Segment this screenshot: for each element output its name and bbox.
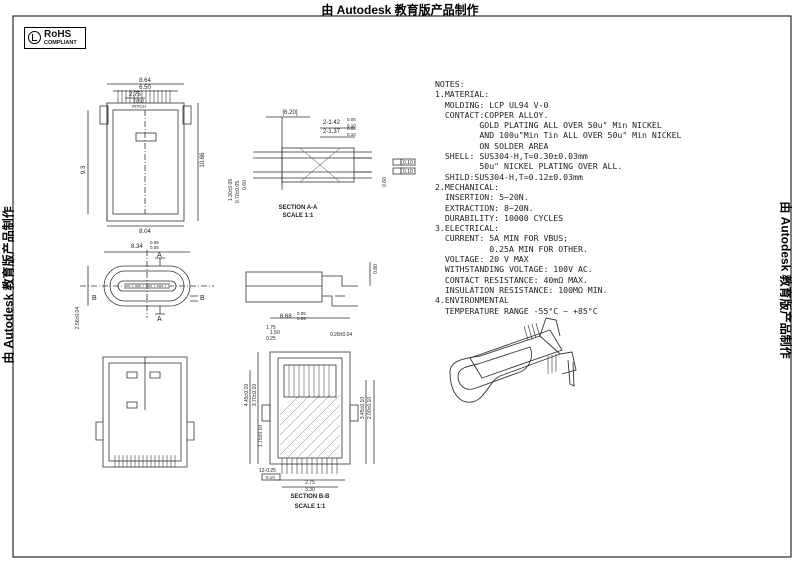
- side-view: [245, 262, 371, 307]
- dim-6-68-up: 0.05: [297, 311, 306, 316]
- rohs-leaf-icon: [28, 31, 41, 44]
- dim-8-64: 8.64: [139, 78, 151, 84]
- dim-10-66: 10.66: [200, 152, 206, 168]
- bottom-view: [95, 356, 195, 468]
- note-line: TEMPERATURE RANGE -55°C ~ +85°C: [435, 305, 598, 316]
- dim-0-70: 0.70±0.05: [235, 181, 241, 203]
- section-b-scale: SCALE 1:1: [295, 504, 326, 510]
- note-line: 1.MATERIAL:: [435, 89, 490, 100]
- dim-flatness: 0.10: [266, 475, 275, 480]
- note-line: MOLDING: LCP UL94 V-0: [435, 99, 549, 110]
- top-view: [87, 83, 199, 227]
- dim-4-45: 4.45±0.10: [244, 384, 250, 406]
- dim-2-56: 2.56±0.04: [75, 307, 81, 329]
- dim-0-25: 0.25: [266, 336, 276, 342]
- label-b-right: B: [200, 295, 205, 302]
- dim-6-68: 6.68: [280, 314, 292, 320]
- rohs-logo: RoHS COMPLIANT: [24, 27, 86, 49]
- dim-0-60-right: 0.60: [382, 177, 388, 187]
- note-line: 2.MECHANICAL:: [435, 181, 500, 192]
- dim-8-34-up: 0.05: [150, 240, 159, 245]
- note-line: NOTES:: [435, 79, 465, 89]
- dim-2-1-42-dn: 0.10: [347, 123, 356, 128]
- section-a-title: SECTION A-A: [279, 205, 318, 211]
- section-b-view: [249, 317, 375, 488]
- note-line: AND 100u"Min Tin ALL OVER 50u" Min NICKE…: [435, 130, 682, 141]
- dim-6-50: 6.50: [139, 85, 151, 91]
- dim-8-04: 8.04: [139, 229, 151, 235]
- dim-8-34: 8.34: [131, 244, 143, 250]
- note-line: VOLTAGE: 20 V MAX: [435, 254, 529, 265]
- note-line: WITHSTANDING VOLTAGE: 100V AC.: [435, 264, 593, 275]
- label-b-left: B: [92, 295, 97, 302]
- dim-0-60-left: 0.60: [242, 180, 248, 190]
- dim-3-30: 3.30: [305, 487, 315, 493]
- dim-2-00: 2.00±0.10: [367, 397, 373, 419]
- dim-pitch: PITCH: [132, 104, 146, 109]
- note-line: DURABILITY: 10000 CYCLES: [435, 212, 564, 223]
- note-line: ON SOLDER AREA: [435, 140, 549, 151]
- dim-6-68-dn: 0.05: [297, 316, 306, 321]
- section-b-title: SECTION B-B: [291, 494, 331, 500]
- dim-2-75: 2.75: [129, 92, 141, 98]
- note-line: CONTACT:COPPER ALLOY.: [435, 109, 549, 120]
- dim-0-80: 0.80: [373, 264, 379, 274]
- rohs-compliant-text: COMPLIANT: [44, 40, 77, 46]
- section-a-view: [253, 116, 416, 190]
- dim-3-70: 3.70±0.10: [252, 384, 258, 406]
- dim-0-50: 0.50: [134, 99, 144, 105]
- dim-1-50: 1.50: [270, 330, 280, 336]
- section-a-scale: SCALE 1:1: [283, 213, 314, 219]
- flatness-2: 0.10: [403, 169, 413, 175]
- notes-block: NOTES:1.MATERIAL: MOLDING: LCP UL94 V-0 …: [435, 79, 681, 316]
- isometric-view: [449, 317, 577, 403]
- note-line: 50u" NICKEL PLATING OVER ALL.: [435, 161, 623, 172]
- dim-1-75: 1.75: [266, 325, 276, 331]
- note-line: 3.ELECTRICAL:: [435, 223, 500, 234]
- dim-9-3: 9.3: [81, 165, 87, 174]
- dim-2-1-42: 2-1.42: [323, 120, 341, 126]
- dim-1-30: 1.30±0.05: [228, 179, 234, 201]
- dim-2-1-37: 2-1.37: [323, 129, 341, 135]
- dim-1-75b: 1.75±0.10: [258, 425, 264, 447]
- note-line: SHILD:SUS304-H,T=0.12±0.03mm: [435, 171, 583, 182]
- frame-border: [12, 15, 792, 558]
- rohs-text: RoHS: [44, 29, 72, 40]
- note-line: CONTACT RESISTANCE: 40mΩ MAX.: [435, 274, 588, 285]
- flatness-1: 0.10: [403, 160, 413, 166]
- dim-2-75b: 2.75: [305, 480, 315, 486]
- dim-6-20: [6.20]: [282, 110, 297, 116]
- note-line: GOLD PLATING ALL OVER 50u" Min NICKEL: [435, 120, 662, 131]
- note-line: INSULATION RESISTANCE: 100MΩ MIN.: [435, 284, 608, 295]
- note-line: SHELL: SUS304-H,T=0.30±0.03mm: [435, 151, 588, 162]
- note-line: INSERTION: 5~20N.: [435, 192, 529, 203]
- dim-2-1-37-up: 0.05: [347, 126, 356, 131]
- dim-0-28: 0.28±0.04: [330, 332, 352, 338]
- front-view: [80, 250, 214, 318]
- note-line: 4.ENVIRONMENTAL: [435, 295, 509, 306]
- label-a-bottom: A: [157, 316, 162, 323]
- note-line: CURRENT: 5A MIN FOR VBUS;: [435, 233, 569, 244]
- watermark-top: 由 Autodesk 教育版产品制作: [321, 3, 479, 17]
- note-line: 0.25A MIN FOR OTHER.: [435, 243, 588, 254]
- note-line: EXTRACTION: 8~20N.: [435, 202, 534, 213]
- label-a-top: A: [157, 252, 162, 259]
- dim-2-1-37-dn: 0.10: [347, 132, 356, 137]
- dim-8-34-dn: 0.05: [150, 245, 159, 250]
- dim-3-45: 3.45±0.10: [360, 397, 366, 419]
- dim-2-1-42-up: 0.05: [347, 117, 356, 122]
- dim-12-0-25: 12-0.25: [259, 468, 276, 474]
